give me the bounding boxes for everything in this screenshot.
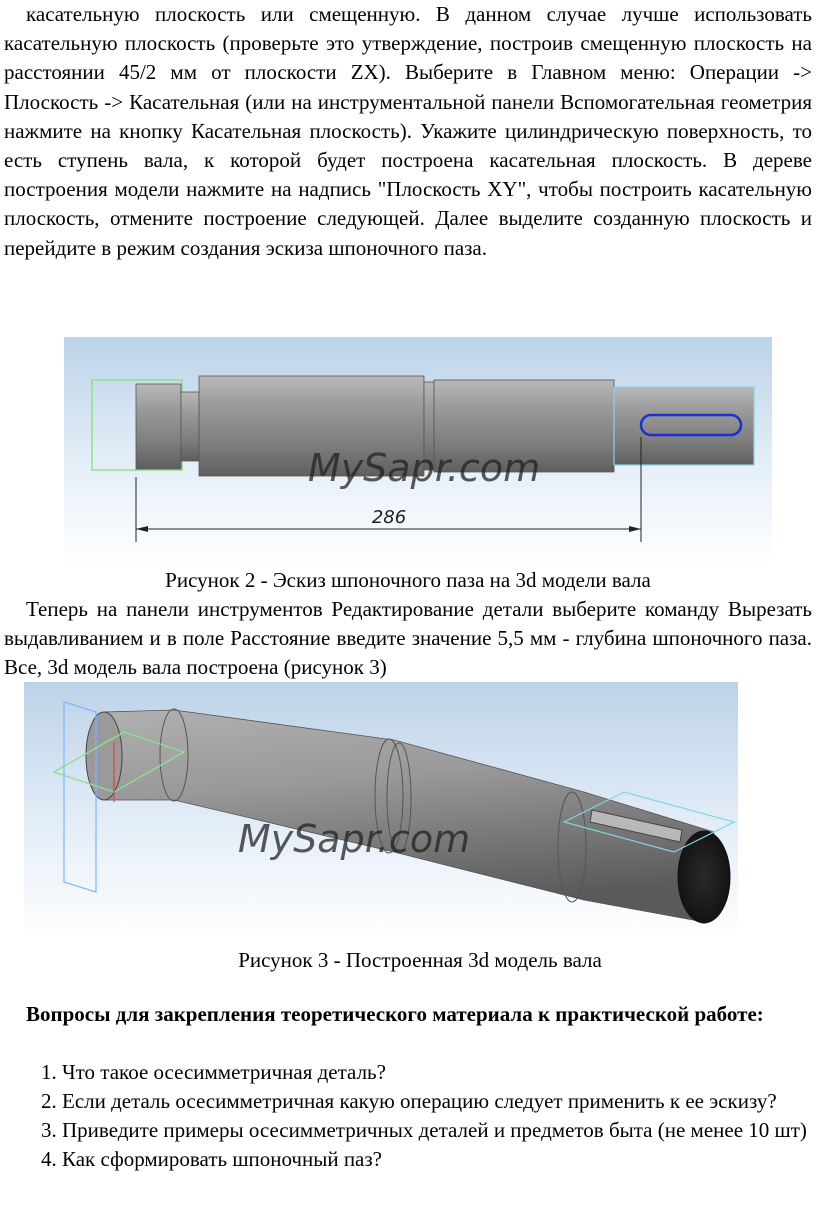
watermark: MySapr.com [308,446,540,490]
questions-heading: Вопросы для закрепления теоретического м… [26,1002,764,1026]
figure-3-caption: Рисунок 3 - Построенная 3d модель вала [238,948,602,972]
shaft-model-illustration: MySapr.com [24,682,738,938]
figure-2-caption: Рисунок 2 - Эскиз шпоночного паза на 3d … [165,568,651,592]
questions-list: Что такое осесимметричная деталь? Если д… [0,1058,816,1174]
question-item: Приведите примеры осесимметричных детале… [62,1116,816,1145]
question-item: Как сформировать шпоночный паз? [62,1145,816,1174]
dimension-label: 286 [372,507,406,528]
shaft-sketch-illustration: 286 MySapr.com [64,337,772,565]
question-item: Если деталь осесимметричная какую операц… [62,1087,816,1116]
figure-3-shaft-model: MySapr.com [24,682,738,938]
middle-paragraph: Теперь на панели инструментов Редактиров… [4,597,812,680]
figure-2-shaft-sketch: 286 MySapr.com [64,337,772,565]
intro-paragraph: касательную плоскость или смещенную. В д… [4,2,812,260]
watermark: MySapr.com [238,817,470,861]
question-item: Что такое осесимметричная деталь? [62,1058,816,1087]
